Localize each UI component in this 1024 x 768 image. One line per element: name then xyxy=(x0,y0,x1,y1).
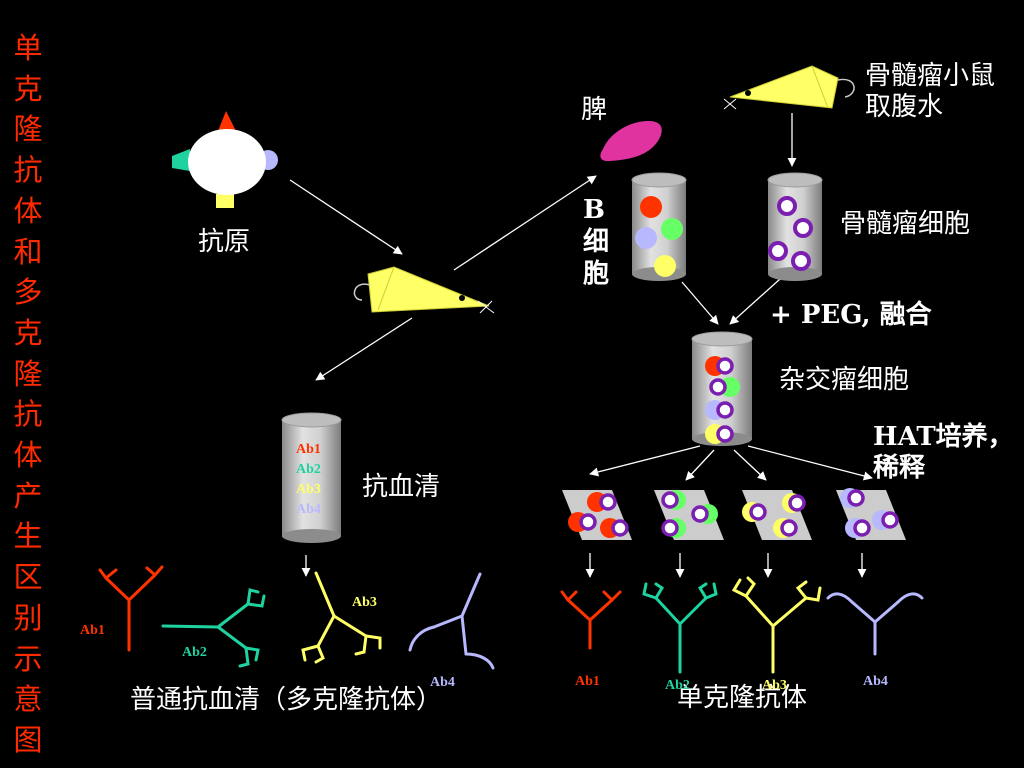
spleen-label: 脾 xyxy=(581,95,608,125)
poly-antibody-ab2 xyxy=(161,588,266,668)
spleen-shape xyxy=(600,120,662,162)
peg-fusion-label: + PEG, 融合 xyxy=(770,300,932,330)
poly-ab1-label: Ab1 xyxy=(80,623,105,638)
poly-antibody-ab3 xyxy=(301,571,382,664)
tube-ab2-label: Ab2 xyxy=(296,462,321,477)
b-cell-label: B细胞 xyxy=(583,195,610,289)
antiserum-tube xyxy=(281,412,342,543)
culture-plate-4 xyxy=(836,488,906,540)
mono-ab2-label: Ab2 xyxy=(665,678,690,693)
poly-antibody-ab4 xyxy=(408,572,495,670)
myeloma-cell-tube xyxy=(767,172,823,281)
myeloma-mouse-label: 骨髓瘤小鼠 取腹水 xyxy=(865,61,996,122)
poly-antibody-ab1 xyxy=(98,565,164,652)
tube-ab3-label: Ab3 xyxy=(296,482,321,497)
myeloma-cells-label: 骨髓瘤细胞 xyxy=(840,209,971,239)
tube-ab4-label: Ab4 xyxy=(296,502,321,517)
antigen-illustration xyxy=(172,111,278,208)
mono-antibody-ab4 xyxy=(826,592,924,656)
hybridoma-label: 杂交瘤细胞 xyxy=(779,365,910,395)
mono-ab3-label: Ab3 xyxy=(762,678,787,693)
vertical-title: 单克隆抗体和多克隆抗体产生区别示意图 xyxy=(13,31,43,757)
antiserum-label: 抗血清 xyxy=(362,472,441,502)
culture-plate-1 xyxy=(562,490,632,540)
hat-culture-label: HAT培养， 稀释 xyxy=(873,422,1014,483)
mono-ab1-label: Ab1 xyxy=(575,674,600,689)
arrows xyxy=(289,113,873,578)
mono-ab4-label: Ab4 xyxy=(863,674,888,689)
mono-antibody-ab1 xyxy=(560,590,622,650)
polyclonal-label: 普通抗血清（多克隆抗体） xyxy=(130,685,443,715)
mono-antibody-ab3 xyxy=(731,576,822,674)
myeloma-mouse xyxy=(723,65,855,110)
monoclonal-label: 单克隆抗体 xyxy=(677,683,808,713)
mono-antibody-ab2 xyxy=(642,582,718,674)
immunized-mouse xyxy=(353,266,495,314)
tube-ab1-label: Ab1 xyxy=(296,442,321,457)
poly-ab3-label: Ab3 xyxy=(352,595,377,610)
antigen-label: 抗原 xyxy=(198,227,251,257)
culture-plate-2 xyxy=(654,490,724,540)
poly-ab4-label: Ab4 xyxy=(430,675,455,690)
hybridoma-tube xyxy=(691,331,753,446)
culture-plate-3 xyxy=(742,490,812,540)
b-cell-tube xyxy=(631,172,687,281)
poly-ab2-label: Ab2 xyxy=(182,645,207,660)
